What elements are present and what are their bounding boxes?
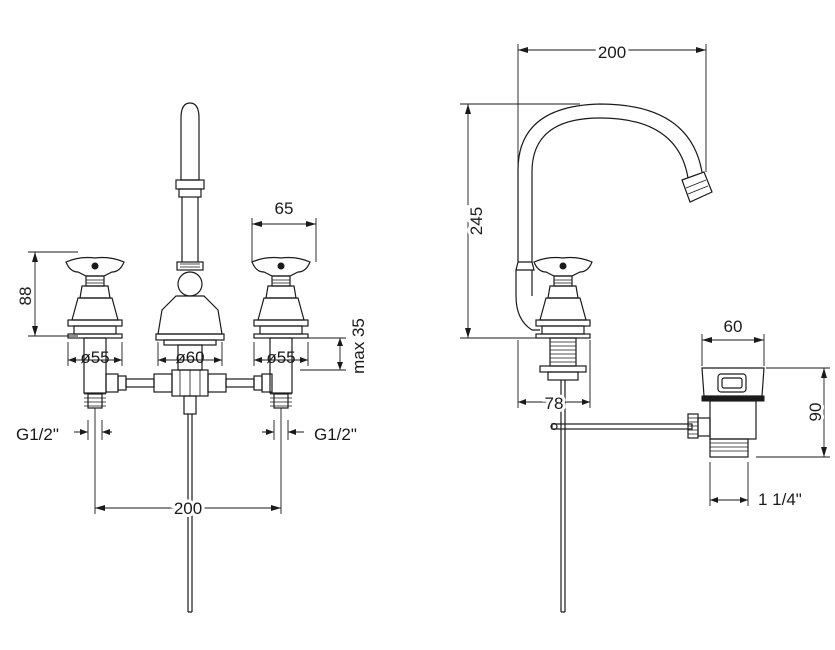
dim-dia-right: ø55 [253,342,309,367]
dim-dia-left: ø55 [67,342,123,367]
dim-handle-height: 88 [16,251,78,337]
dim-label-90: 90 [806,403,825,422]
spout-front [155,102,225,346]
dim-dia-center: ø60 [157,342,223,367]
dim-spout-reach: 200 [517,40,707,262]
connector-assembly [105,344,273,613]
waste-fitting [701,367,765,458]
dim-label-dia55-left: ø55 [80,348,109,367]
dim-label-245: 245 [467,207,486,235]
dim-spout-height: 245 [460,103,580,339]
spout-side [515,103,713,613]
side-view: 200 245 78 [460,40,830,613]
dim-label-dia55-right: ø55 [266,348,295,367]
dim-label-thread-right: G1/2" [314,425,357,444]
dim-label-78: 78 [545,394,564,413]
dim-handle-spacing: 65 [251,199,317,262]
popup-rod [550,413,711,439]
dim-label-65: 65 [275,199,294,218]
dim-label-span-200: 200 [174,499,202,518]
dim-waste-height: 90 [756,367,830,458]
dim-label-dia60: ø60 [175,348,204,367]
dim-waste-width: 60 [701,317,765,366]
dim-waste-thread: 1 1/4" [709,462,802,509]
front-view: 88 65 max 35 ø55 ø60 [16,102,368,613]
dim-thread-right: G1/2" [262,420,357,444]
dim-base-width: 78 [517,340,591,416]
dim-label-thread-114: 1 1/4" [758,490,802,509]
dim-label-thread-left: G1/2" [16,425,59,444]
right-cross-handle [251,256,311,409]
dim-label-reach-200: 200 [598,43,626,62]
dim-thread-left: G1/2" [16,420,112,444]
left-cross-handle [65,256,125,409]
dim-label-max35: max 35 [349,318,368,374]
dim-label-60: 60 [724,317,743,336]
dim-label-88: 88 [16,287,35,306]
dim-max-depth: max 35 [300,318,368,374]
dim-center-span: 200 [94,408,282,521]
